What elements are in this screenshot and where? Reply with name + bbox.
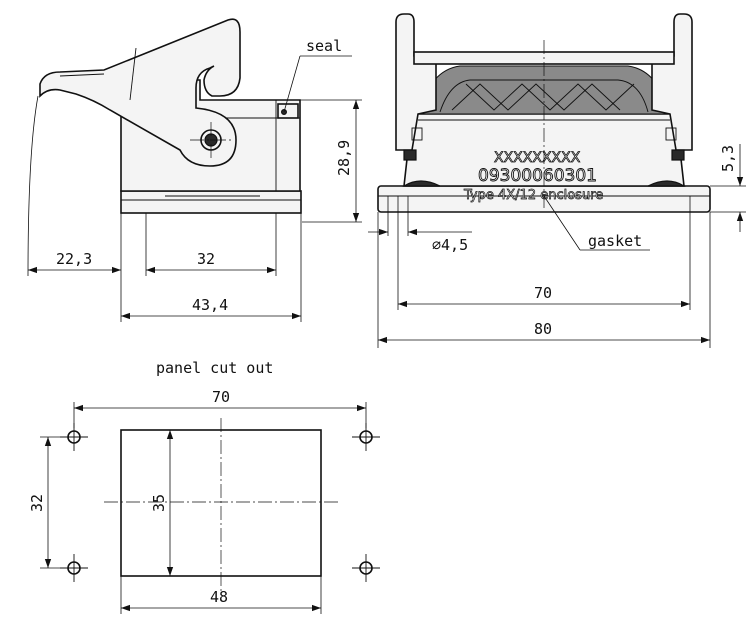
side-base-flange — [120, 190, 302, 214]
side-locking-lever — [39, 18, 241, 167]
dim-dia-4-5: ∅4,5 — [432, 236, 468, 254]
side-view: seal 28,9 22,3 32 43,4 — [27, 18, 362, 322]
dim-22-3: 22,3 — [56, 250, 92, 268]
dim-32-side: 32 — [197, 250, 215, 268]
dim-70-cut: 70 — [212, 388, 230, 406]
dim-28-9: 28,9 — [335, 140, 353, 176]
panel-cut-out-view: panel cut out 70 — [28, 359, 380, 614]
marking-line-1: XXXXXXXXX — [494, 150, 581, 166]
marking-line-3: Type 4X/12 enclosure — [463, 188, 603, 203]
dim-80: 80 — [534, 320, 552, 338]
dim-35: 35 — [150, 494, 168, 512]
mounting-hole-bottom-right — [352, 554, 380, 582]
marking-line-2: 09300060301 — [478, 166, 597, 186]
panel-cut-out-title: panel cut out — [156, 359, 273, 377]
dome-lattice — [451, 83, 635, 111]
front-view: XXXXXXXXX 09300060301 Type 4X/12 enclosu… — [368, 13, 746, 348]
dim-70-front: 70 — [534, 284, 552, 302]
dim-5-3: 5,3 — [719, 145, 737, 172]
side-seal-plug — [277, 103, 299, 119]
dim-32-cut: 32 — [28, 494, 46, 512]
seal-label: seal — [306, 37, 342, 55]
dim-43-4: 43,4 — [192, 296, 228, 314]
dim-48: 48 — [210, 588, 228, 606]
gasket-label: gasket — [588, 232, 642, 250]
